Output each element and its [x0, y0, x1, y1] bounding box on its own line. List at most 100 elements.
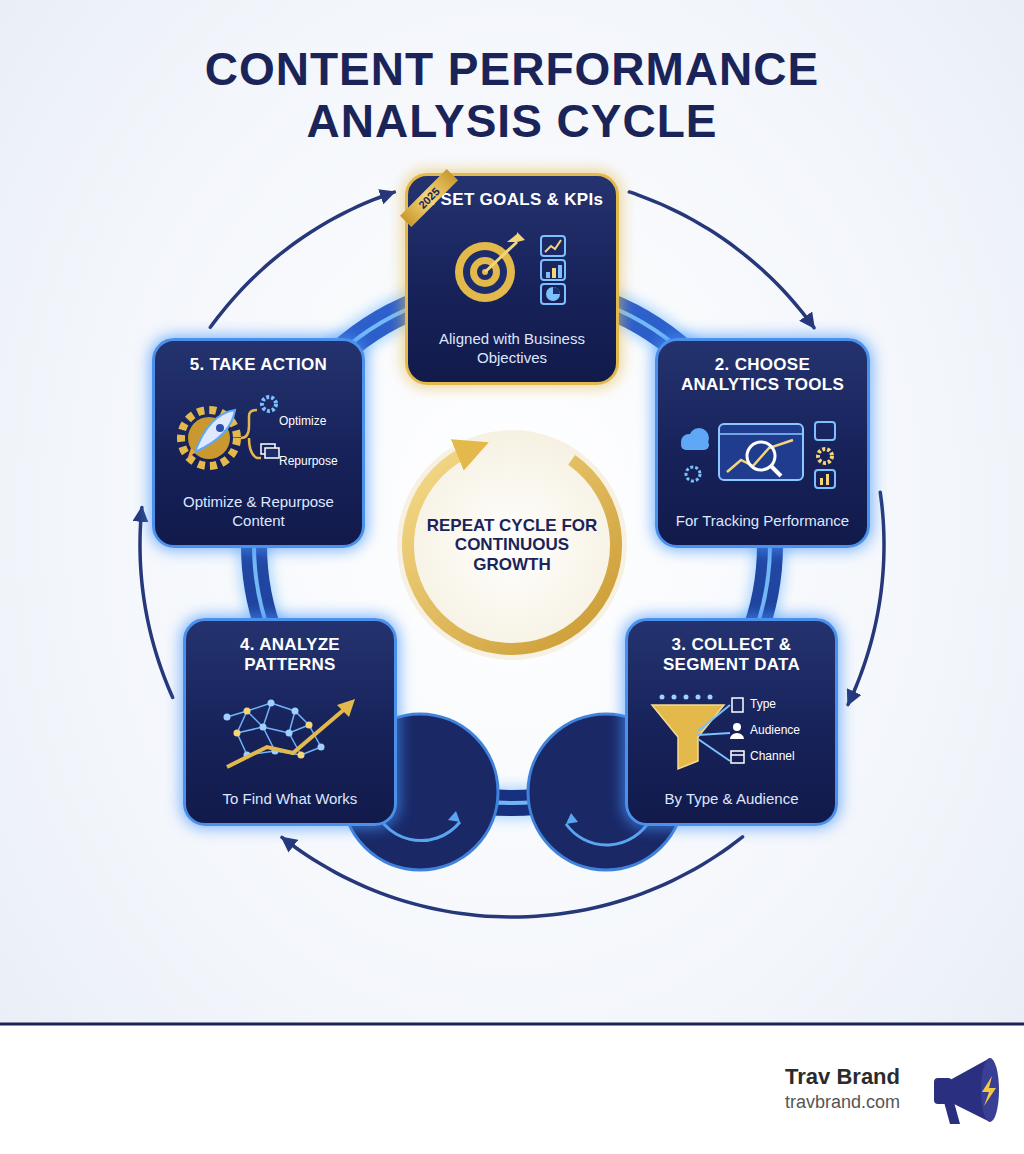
title-area: 2. CHOOSE ANALYTICS TOOLS: [668, 355, 857, 396]
title-area: 5. TAKE ACTION: [190, 355, 327, 375]
icon-stroke: [815, 470, 835, 488]
icon-stroke: [237, 733, 247, 755]
icon-stroke: [652, 705, 724, 769]
icon-stroke: [733, 723, 741, 731]
title-wrap: CONTENT PERFORMANCE ANALYSIS CYCLE: [0, 44, 1024, 148]
cycle-hub: REPEAT CYCLE FOR CONTINUOUS GROWTH: [397, 430, 627, 660]
icon-stroke: [271, 703, 295, 711]
icon-stroke: [227, 707, 347, 767]
icon-stroke: [660, 695, 665, 700]
icon-stroke: [672, 695, 677, 700]
icon-stroke: [262, 397, 276, 411]
icon-stroke: [698, 705, 730, 761]
diagram-title: CONTENT PERFORMANCE ANALYSIS CYCLE: [152, 44, 872, 148]
cycle-arrow: [282, 837, 743, 917]
icon-stroke: [541, 284, 565, 304]
icon-stroke: [826, 474, 829, 485]
icon-label: Audience: [750, 723, 800, 737]
step-title: 5. TAKE ACTION: [190, 355, 327, 375]
icon-stroke: [708, 695, 713, 700]
icon-label: Optimize: [279, 414, 326, 428]
icon-label: Channel: [750, 749, 795, 763]
icon-stroke: [546, 272, 550, 278]
step-description: To Find What Works: [223, 790, 358, 809]
sub-area: Aligned with Business Objectives: [418, 330, 606, 368]
icon-stroke: [265, 448, 279, 458]
icon-stroke: [681, 440, 709, 450]
megaphone-logo: [934, 1058, 999, 1124]
step-title: 1. SET GOALS & KPIs: [421, 190, 603, 210]
step-box: 3. COLLECT & SEGMENT DATA TypeAudienceCha…: [625, 618, 838, 826]
icon-stroke: [727, 440, 793, 472]
step-description: Optimize & Repurpose Content: [165, 493, 352, 531]
icon-stroke: [195, 410, 235, 452]
icon-stroke: [233, 730, 240, 737]
icon-stroke: [731, 754, 744, 756]
icon-stroke: [263, 703, 271, 727]
icon-area: [419, 228, 606, 312]
icon-stroke: [747, 442, 775, 470]
icon-stroke: [686, 467, 700, 481]
step-title: 3. COLLECT & SEGMENT DATA: [638, 635, 825, 676]
icon-stroke: [243, 708, 250, 715]
icon-stroke: [259, 724, 266, 731]
icon-stroke: [285, 730, 292, 737]
icon-stroke: [337, 699, 355, 717]
icon-stroke: [546, 287, 560, 301]
icon-stroke: [545, 240, 561, 252]
icon-stroke: [541, 236, 565, 256]
step-box: 5. TAKE ACTION OptimizeRepurposeOptimize …: [152, 338, 365, 548]
icon-stroke: [541, 260, 565, 280]
step-box: 2. CHOOSE ANALYTICS TOOLS For Tracking Pe…: [655, 338, 870, 548]
step-description: Aligned with Business Objectives: [418, 330, 606, 368]
brand-url: travbrand.com: [785, 1092, 900, 1113]
hub-text: REPEAT CYCLE FOR CONTINUOUS GROWTH: [424, 516, 600, 575]
icon-stroke: [181, 410, 237, 466]
step-box: 1. SET GOALS & KPIsAligned with Business…: [405, 173, 619, 385]
step-icon: [197, 691, 384, 775]
icon-stroke: [684, 695, 689, 700]
icon-stroke: [696, 695, 701, 700]
icon-stroke: [305, 722, 312, 729]
icon-stroke: [247, 703, 271, 711]
icon-area: OptimizeRepurpose: [165, 392, 352, 476]
icon-stroke: [291, 708, 298, 715]
icon-stroke: [237, 727, 263, 733]
cycle-arrow: [629, 192, 814, 328]
icon-stroke: [558, 265, 562, 278]
icon-stroke: [719, 424, 803, 480]
sub-area: By Type & Audience: [665, 790, 799, 809]
icon-stroke: [553, 287, 560, 294]
step-description: By Type & Audience: [665, 790, 799, 809]
icon-stroke: [732, 698, 743, 712]
cycle-ring-arrow: [408, 449, 616, 649]
icon-stroke: [317, 744, 324, 751]
icon-stroke: [216, 424, 224, 432]
step-title: 2. CHOOSE ANALYTICS TOOLS: [668, 355, 857, 396]
icon-label: Type: [750, 697, 776, 711]
icon-stroke: [223, 714, 230, 721]
footer-band: [0, 1025, 1024, 1154]
icon-stroke: [241, 410, 261, 458]
icon-stroke: [507, 232, 525, 242]
icon-stroke: [187, 448, 195, 460]
step-title: 4. ANALYZE PATTERNS: [196, 635, 384, 676]
icon-area: TypeAudienceChannel: [638, 691, 825, 775]
sub-area: To Find What Works: [223, 790, 358, 809]
icon-area: [197, 691, 384, 775]
icon-stroke: [267, 700, 274, 707]
brand-name: Trav Brand: [785, 1064, 900, 1090]
sub-area: Optimize & Repurpose Content: [165, 493, 352, 531]
icon-stroke: [815, 422, 835, 440]
icon-area: [669, 412, 856, 496]
footer-rule: [0, 1023, 1024, 1026]
icon-stroke: [771, 466, 781, 476]
cycle-arrow: [210, 192, 394, 327]
icon-stroke: [485, 242, 517, 272]
icon-stroke: [730, 733, 744, 739]
sub-area: For Tracking Performance: [676, 512, 849, 531]
step-description: For Tracking Performance: [676, 512, 849, 531]
icon-stroke: [818, 449, 832, 463]
step-icon: [419, 228, 606, 312]
icon-stroke: [263, 727, 289, 733]
